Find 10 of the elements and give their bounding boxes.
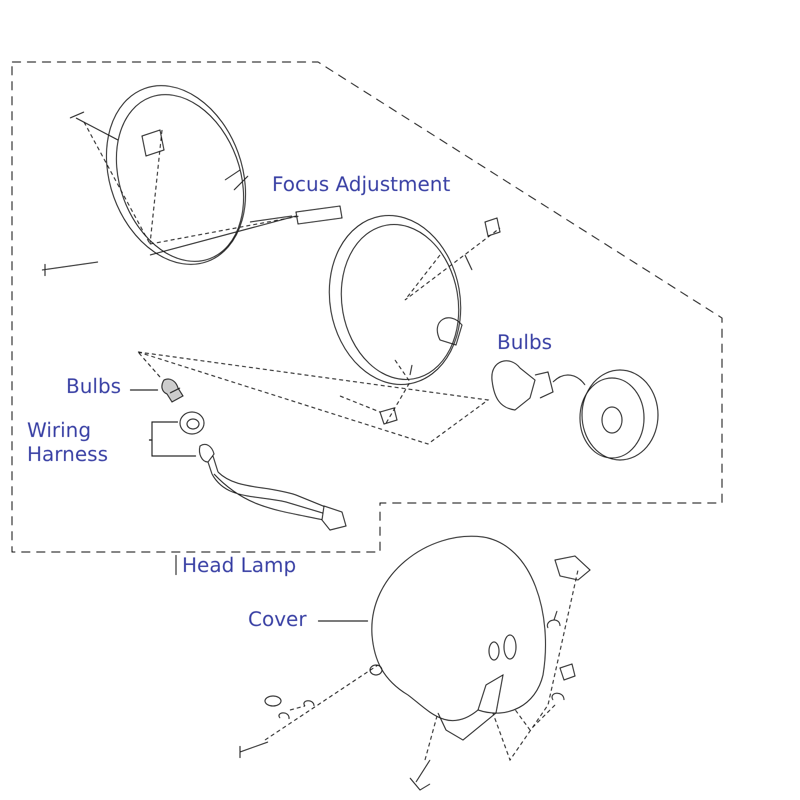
leader-line xyxy=(149,421,178,441)
part-label: Focus Adjustment xyxy=(272,172,450,196)
leader-line xyxy=(318,620,368,622)
part-label: Cover xyxy=(248,607,318,635)
part-label: Wiring Harness xyxy=(27,418,149,482)
part-label: Bulbs xyxy=(497,330,552,354)
leader-line xyxy=(130,389,158,391)
leader-line xyxy=(149,439,196,457)
part-label: Bulbs xyxy=(66,374,130,400)
group-label: Head Lamp xyxy=(182,553,296,577)
